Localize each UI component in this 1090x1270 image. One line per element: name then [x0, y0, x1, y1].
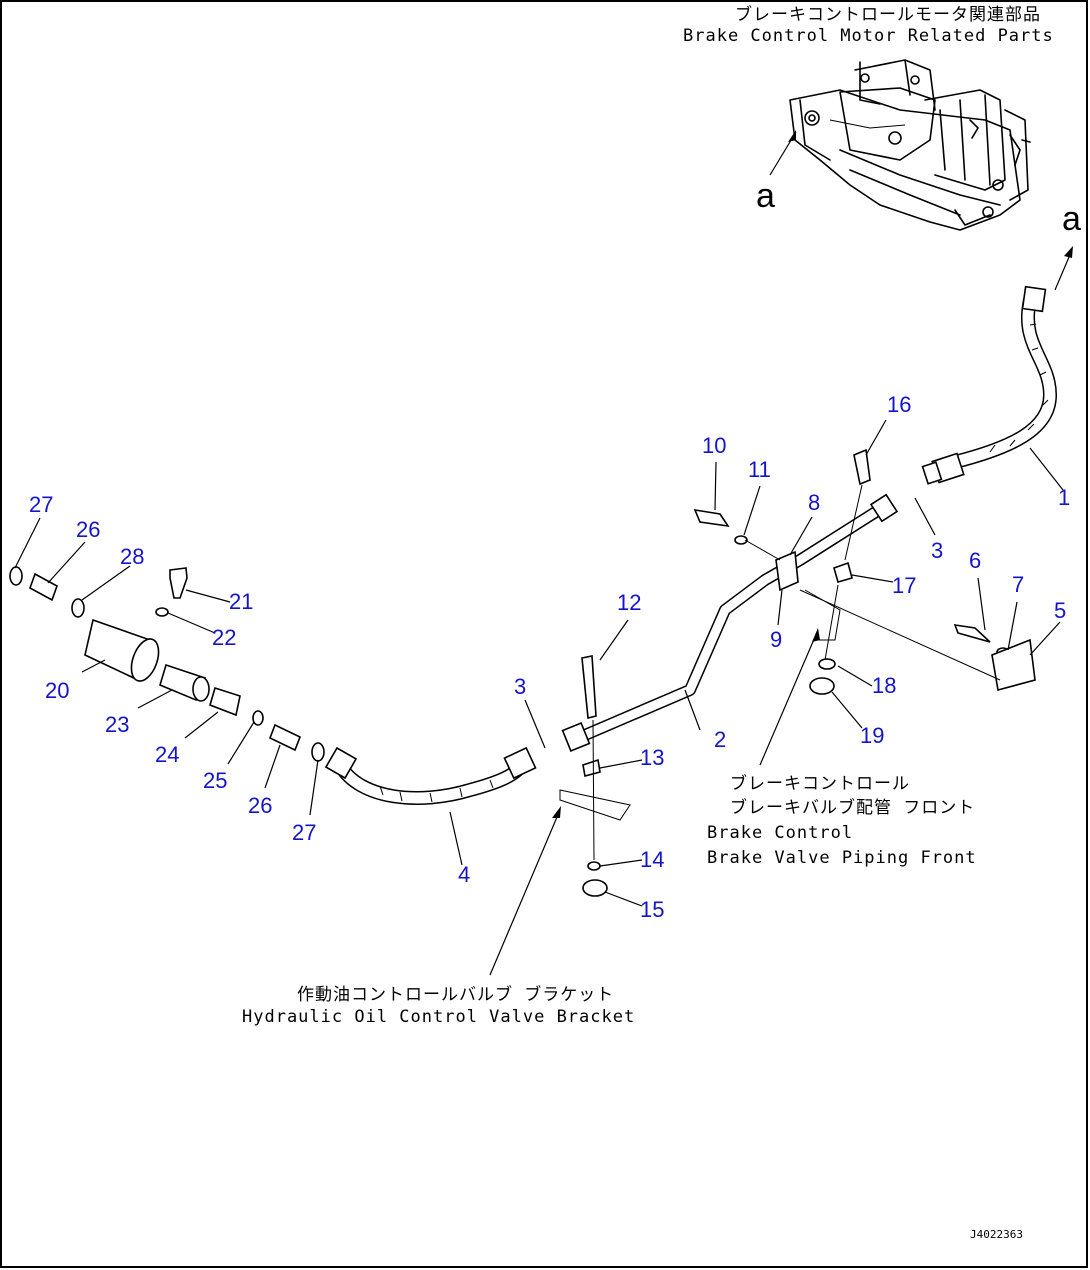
- tube-2: [561, 493, 899, 752]
- part-number-labels: 1 2 3 3 4 5 6 7 8 9 10 11 12 13 14 15 16…: [29, 392, 1070, 922]
- caption-brake-valve-en1: Brake Control: [707, 823, 853, 843]
- part-number-2: 2: [714, 727, 726, 752]
- part-number-19: 19: [860, 723, 884, 748]
- bolt-21: [169, 567, 188, 599]
- leader-lines: [14, 419, 1064, 976]
- part-number-14: 14: [640, 847, 664, 872]
- brake-motor-inset-drawing: [789, 59, 1031, 231]
- part-number-11: 11: [748, 457, 771, 482]
- part-number-9: 9: [770, 627, 782, 652]
- part-number-12: 12: [617, 590, 641, 615]
- callout-arrowhead-brake-valve: [812, 628, 820, 642]
- callout-arrowhead-bracket: [552, 806, 561, 818]
- drawing-code: J4022363: [970, 1228, 1023, 1241]
- arrow-marker-label-inset: a: [756, 177, 775, 215]
- part-number-8: 8: [808, 490, 820, 515]
- filter-assembly: [9, 566, 325, 762]
- plug-24: [209, 686, 241, 717]
- part-number-17: 17: [892, 573, 916, 598]
- part-number-5: 5: [1054, 598, 1066, 623]
- part-number-15: 15: [640, 897, 664, 922]
- alignment-lines: [559, 484, 1001, 861]
- part-number-16: 16: [887, 392, 911, 417]
- part-number-3-left: 3: [514, 674, 526, 699]
- caption-brake-motor-jp: ブレーキコントロールモータ関連部品: [735, 4, 1041, 25]
- part-number-26-top: 26: [76, 517, 100, 542]
- part-number-10: 10: [702, 433, 726, 458]
- caption-bracket-jp: 作動油コントロールバルブ ブラケット: [297, 984, 614, 1005]
- caption-brake-valve-jp1: ブレーキコントロール: [730, 773, 910, 794]
- caption-brake-valve-en2: Brake Valve Piping Front: [707, 848, 977, 868]
- part-number-6: 6: [969, 548, 981, 573]
- part-number-18: 18: [872, 673, 896, 698]
- part-number-27-top: 27: [29, 492, 53, 517]
- part-number-24: 24: [155, 742, 179, 767]
- o-ring-25: [252, 710, 264, 726]
- hose-4: [324, 746, 537, 805]
- part-number-21: 21: [229, 589, 253, 614]
- part-number-1: 1: [1058, 485, 1070, 510]
- part-number-4: 4: [458, 862, 470, 887]
- part-number-23: 23: [105, 712, 129, 737]
- adapter-26-b: [268, 723, 302, 752]
- o-ring-27-a: [9, 566, 23, 586]
- part-number-28: 28: [120, 544, 144, 569]
- plate-5: [991, 638, 1036, 692]
- part-number-26-bottom: 26: [248, 793, 272, 818]
- part-number-13: 13: [640, 745, 664, 770]
- arrow-marker-label-hose: a: [1062, 200, 1081, 238]
- washer-22: [155, 607, 169, 617]
- arrowhead-hose: [1064, 246, 1073, 258]
- caption-bracket-en: Hydraulic Oil Control Valve Bracket: [242, 1007, 635, 1027]
- part-number-27-bottom: 27: [292, 820, 316, 845]
- captions: ブレーキコントロールモータ関連部品 Brake Control Motor Re…: [242, 4, 1054, 1241]
- part-number-7: 7: [1012, 572, 1024, 597]
- hose-1: [921, 285, 1057, 485]
- part-number-25: 25: [203, 768, 227, 793]
- caption-brake-motor-en: Brake Control Motor Related Parts: [683, 26, 1054, 46]
- arrowhead-inset: [788, 130, 796, 142]
- o-ring-28: [71, 598, 85, 618]
- caption-brake-valve-jp2: ブレーキバルブ配管 フロント: [730, 797, 975, 818]
- part-number-20: 20: [45, 678, 69, 703]
- o-ring-27-b: [311, 742, 325, 762]
- part-number-3-right: 3: [931, 538, 943, 563]
- part-number-22: 22: [212, 625, 236, 650]
